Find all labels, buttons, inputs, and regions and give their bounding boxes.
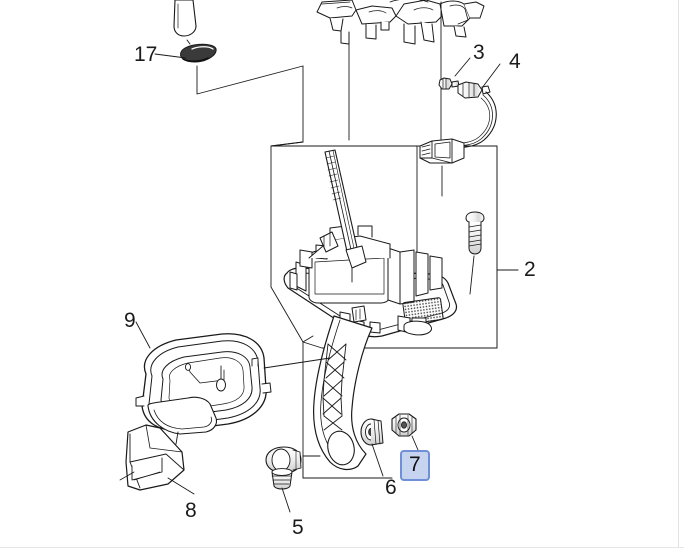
part-9-boot-seal-frame bbox=[135, 333, 272, 445]
leader-bolt bbox=[469, 255, 475, 295]
shift-lever-shaft bbox=[319, 149, 367, 283]
bolt-fastener bbox=[465, 211, 485, 255]
leader-9-group bbox=[263, 357, 331, 369]
part-4-cable-harness bbox=[419, 81, 497, 164]
callout-2[interactable]: 2 bbox=[524, 258, 536, 281]
leader-5 bbox=[281, 487, 291, 513]
callout-4[interactable]: 4 bbox=[509, 50, 521, 73]
callout-17[interactable]: 17 bbox=[134, 43, 158, 66]
lever-knob-fragment bbox=[173, 0, 197, 37]
part-7-retaining-nut bbox=[391, 413, 417, 437]
leader-3 bbox=[454, 57, 471, 77]
leader-8 bbox=[167, 477, 195, 495]
callout-3[interactable]: 3 bbox=[473, 41, 485, 64]
part-5-bushing-fitting bbox=[265, 446, 302, 490]
leader-4 bbox=[481, 63, 501, 89]
callout-9[interactable]: 9 bbox=[124, 309, 136, 332]
callout-5[interactable]: 5 bbox=[292, 516, 304, 539]
leader-6 bbox=[371, 443, 384, 477]
pedal-arm bbox=[313, 305, 373, 471]
upper-bracket-assembly bbox=[316, 0, 485, 45]
page-border-right bbox=[678, 0, 679, 548]
leader-17 bbox=[154, 53, 187, 59]
callout-7-highlighted[interactable]: 7 bbox=[400, 450, 430, 481]
callout-6[interactable]: 6 bbox=[385, 476, 397, 499]
main-shift-housing bbox=[283, 225, 458, 338]
part-8-trim-wedge bbox=[125, 424, 185, 491]
callout-8[interactable]: 8 bbox=[185, 499, 197, 522]
part-17-clip-retainer bbox=[180, 43, 217, 63]
group-bracket-17 bbox=[196, 65, 304, 95]
leader-9 bbox=[135, 321, 151, 349]
leader-7 bbox=[411, 435, 419, 451]
part-3-pin-connector bbox=[438, 77, 460, 90]
part-6-pivot-bushing bbox=[360, 418, 384, 446]
